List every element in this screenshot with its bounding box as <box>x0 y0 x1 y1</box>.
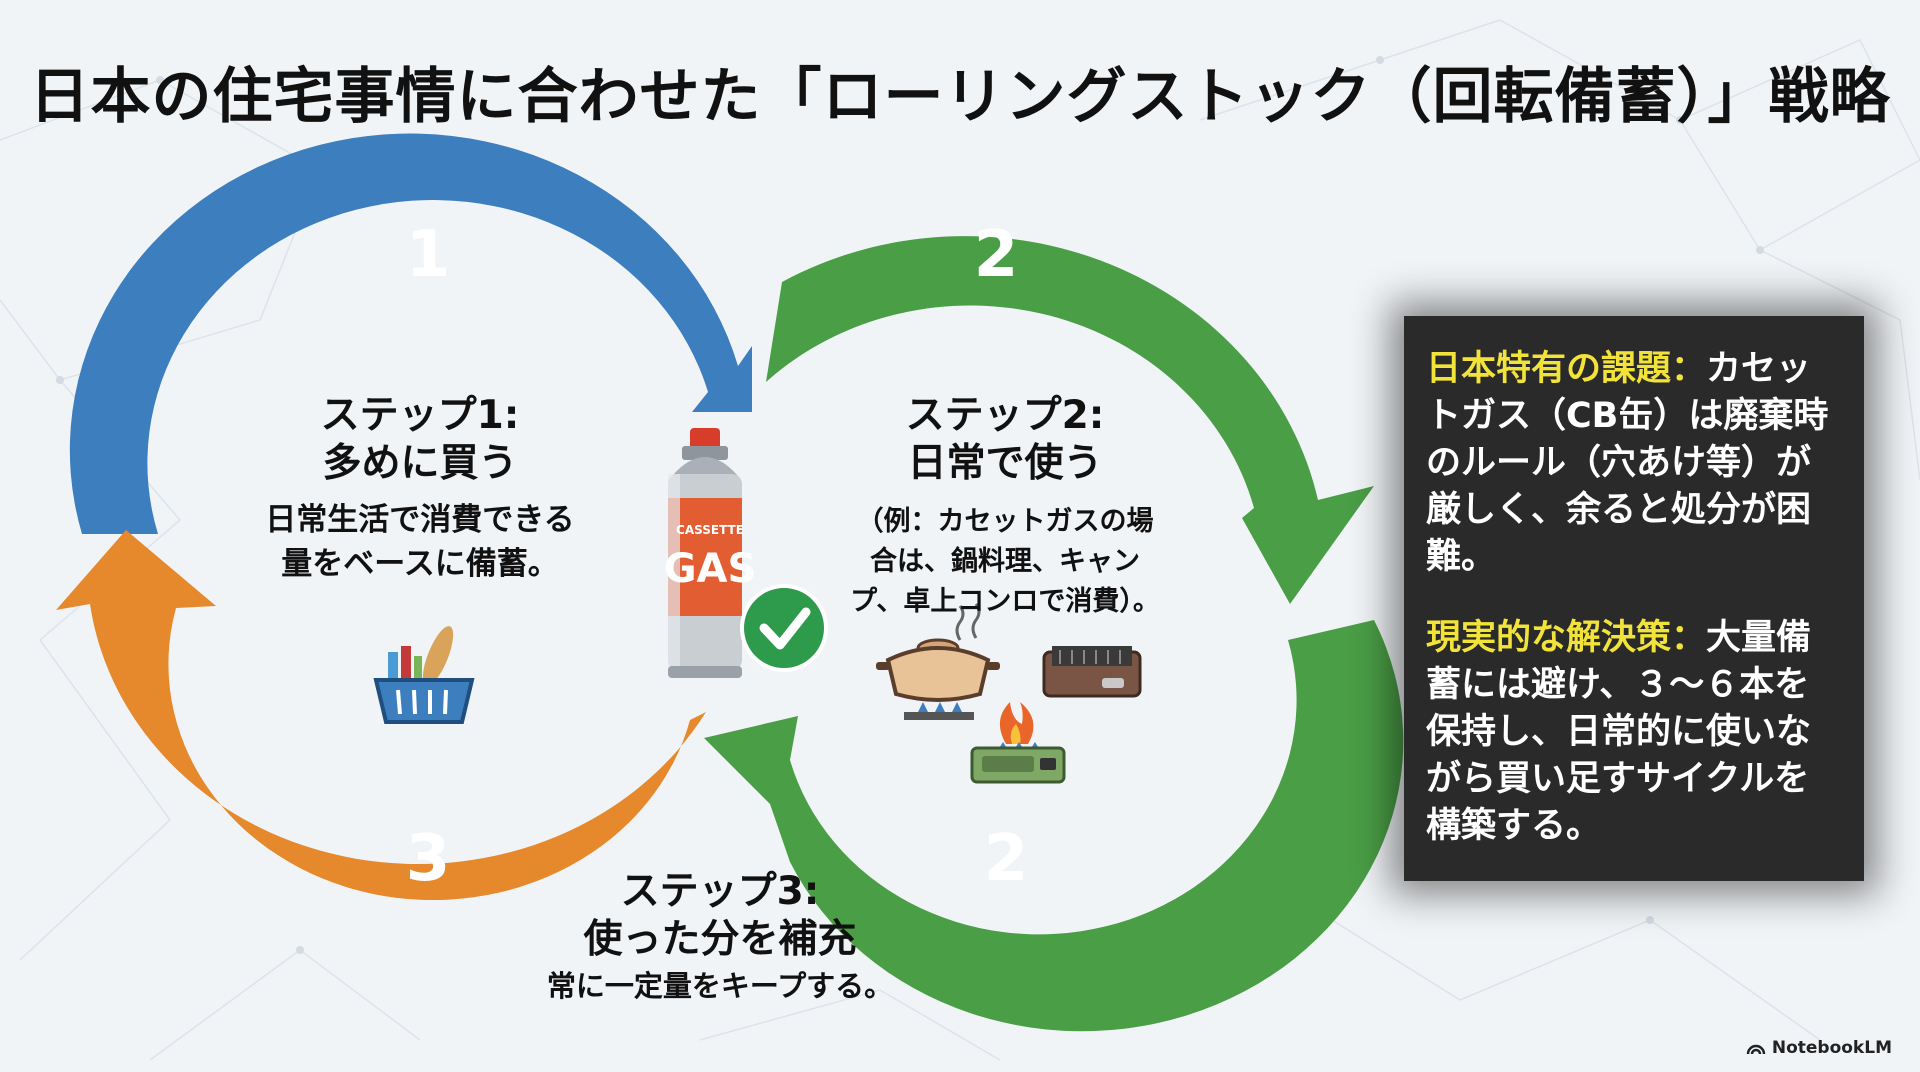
notebooklm-logo-icon <box>1746 1041 1766 1055</box>
step2-heading: ステップ2: 日常で使う <box>840 392 1170 488</box>
challenge-label: 日本特有の課題： <box>1426 349 1706 389</box>
step1-heading: ステップ1: 多めに買う <box>230 392 610 488</box>
step3-block: ステップ3: 使った分を補充 常に一定量をキープする。 <box>470 868 970 1006</box>
step3-heading: ステップ3: 使った分を補充 <box>470 868 970 964</box>
can-label-small: CASSETTE <box>676 523 744 537</box>
step1-desc-line1: 日常生活で消費できる <box>230 498 610 542</box>
step2-desc-line1: （例：カセットガスの場 <box>840 502 1170 542</box>
step2-desc-line2: 合は、鍋料理、キャン <box>840 542 1170 582</box>
step2-description: （例：カセットガスの場 合は、鍋料理、キャン プ、卓上コンロで消費）。 <box>840 502 1170 622</box>
step3-desc-line1: 常に一定量をキープする。 <box>470 966 970 1006</box>
step3-heading-line2: 使った分を補充 <box>470 916 970 964</box>
step3-description: 常に一定量をキープする。 <box>470 966 970 1006</box>
step1-desc-line2: 量をベースに備蓄。 <box>230 542 610 586</box>
tabletop-grill-icon <box>1044 646 1140 696</box>
step1-heading-line2: 多めに買う <box>230 440 610 488</box>
step2-heading-line1: ステップ2: <box>840 392 1170 440</box>
step2-heading-line2: 日常で使う <box>840 440 1170 488</box>
solution-paragraph: 現実的な解決策：大量備蓄には避け、３〜６本を保持し、日常的に使いながら買い足すサ… <box>1426 615 1842 850</box>
step1-block: ステップ1: 多めに買う 日常生活で消費できる 量をベースに備蓄。 <box>230 392 610 586</box>
step2-desc-line3: プ、卓上コンロで消費）。 <box>840 582 1170 622</box>
solution-label: 現実的な解決策： <box>1426 618 1706 658</box>
step3-heading-line1: ステップ3: <box>470 868 970 916</box>
brand-name: NotebookLM <box>1772 1038 1892 1058</box>
grocery-basket-icon <box>376 623 472 722</box>
step2-block: ステップ2: 日常で使う （例：カセットガスの場 合は、鍋料理、キャン プ、卓上… <box>840 392 1170 622</box>
checkmark-icon <box>742 586 826 670</box>
step1-description: 日常生活で消費できる 量をベースに備蓄。 <box>230 498 610 586</box>
brand-watermark: NotebookLM <box>1746 1038 1892 1058</box>
camping-stove-icon <box>972 702 1064 782</box>
info-panel: 日本特有の課題：カセットガス（CB缶）は廃棄時のルール（穴あけ等）が厳しく、余る… <box>1404 316 1864 881</box>
can-label-big: GAS <box>664 546 757 592</box>
challenge-paragraph: 日本特有の課題：カセットガス（CB缶）は廃棄時のルール（穴あけ等）が厳しく、余る… <box>1426 346 1842 581</box>
step1-heading-line1: ステップ1: <box>230 392 610 440</box>
